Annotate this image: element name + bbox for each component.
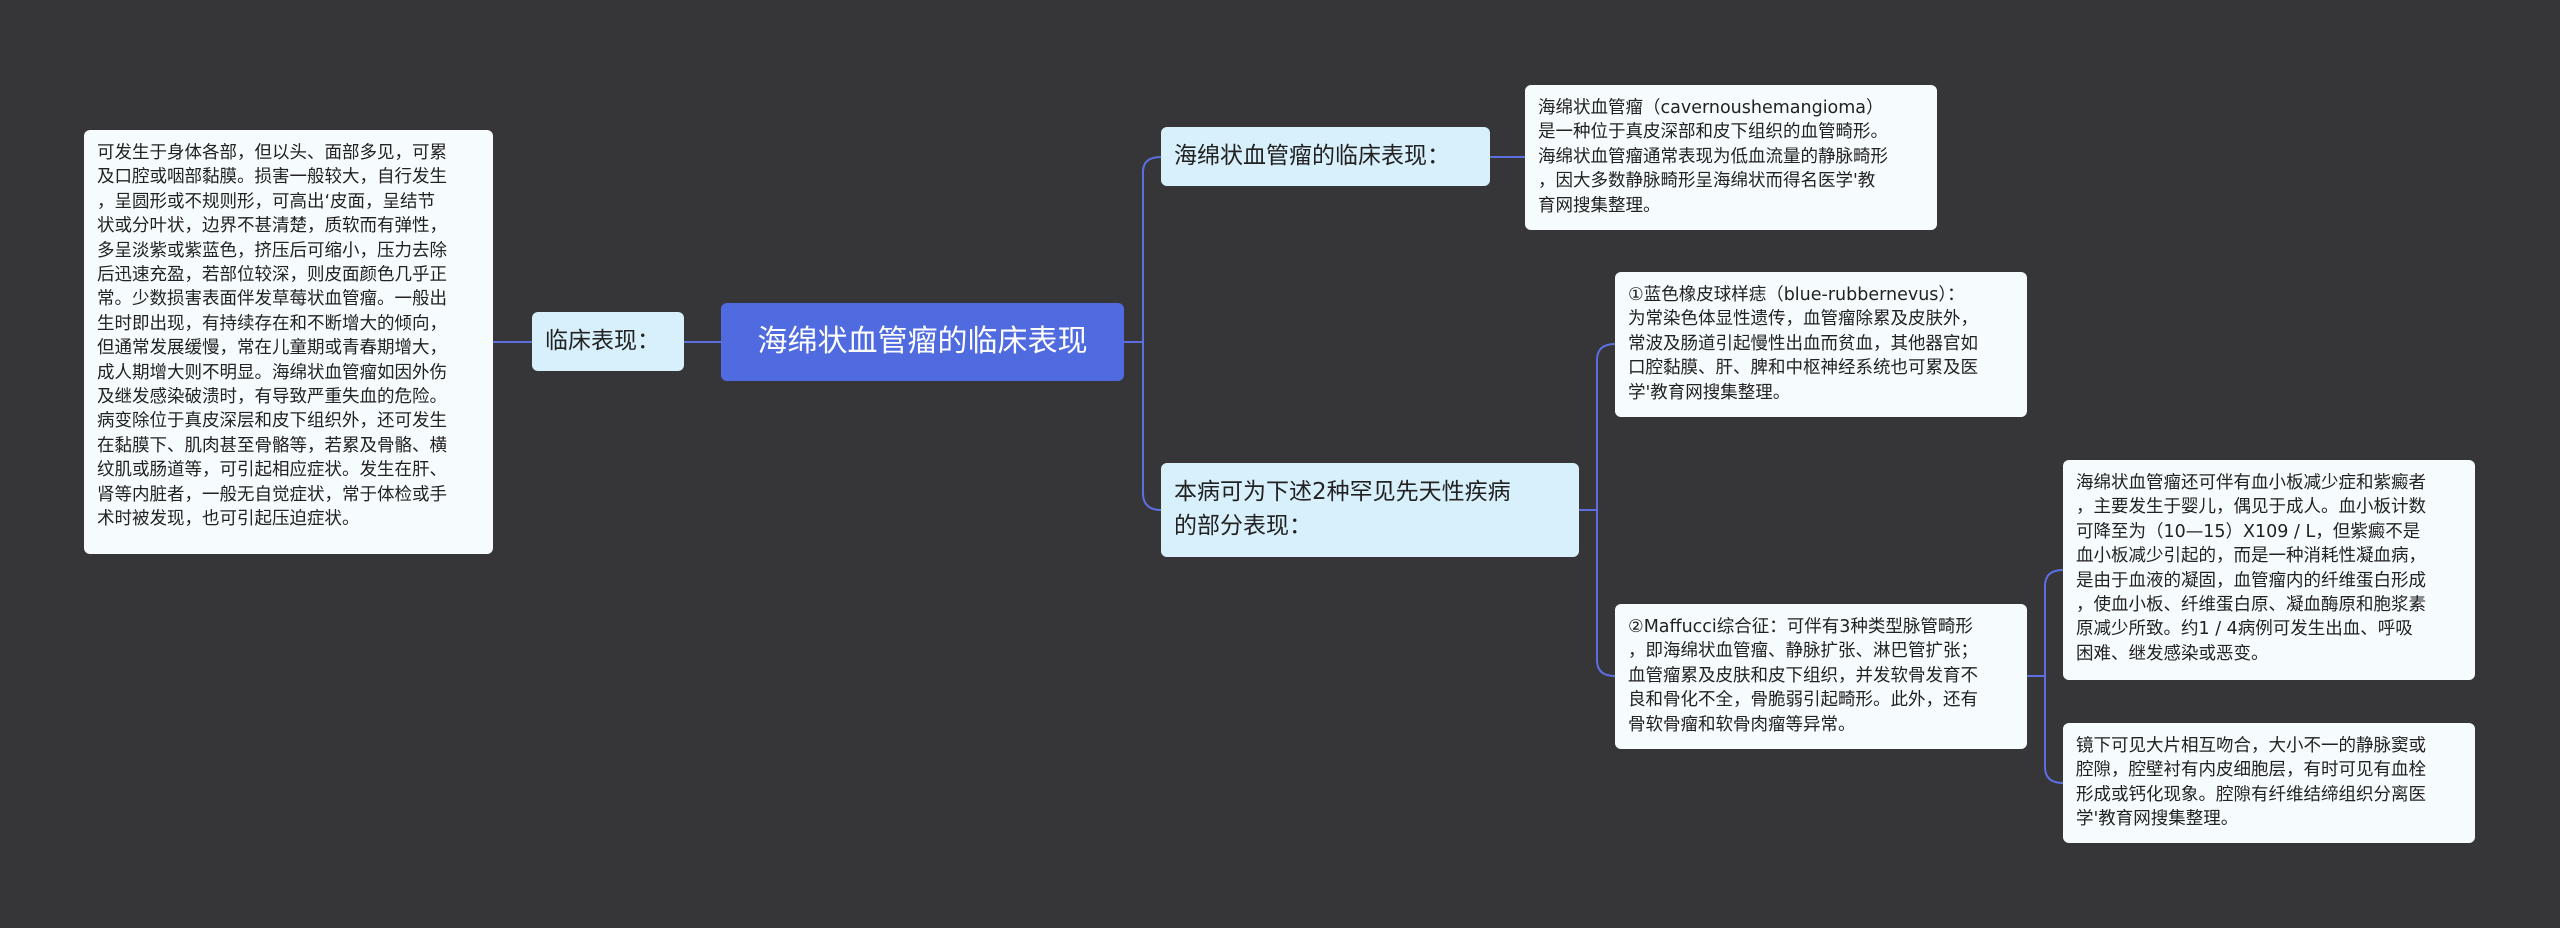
clinical-presentation-detail[interactable]: 可发生于身体各部，但以头、面部多见，可累 及口腔或咽部黏膜。损害一般较大，自行发… xyxy=(84,130,493,554)
connector-child2-sub2 xyxy=(2044,676,2064,784)
microscopic-findings-detail[interactable]: 镜下可见大片相互吻合，大小不一的静脉窦或 腔隙，腔壁衬有内皮细胞层，有时可见有血… xyxy=(2063,723,2475,843)
connector-child2-sub1 xyxy=(2044,569,2064,676)
connector-root-right-bottom xyxy=(1142,342,1162,511)
root-topic[interactable]: 海绵状血管瘤的临床表现 xyxy=(721,303,1124,381)
connector-root-right-top xyxy=(1142,156,1162,342)
thrombocytopenia-detail[interactable]: 海绵状血管瘤还可伴有血小板减少症和紫癜者 ，主要发生于婴儿，偶见于成人。血小板计… xyxy=(2063,460,2475,680)
connector-bottom-child2 xyxy=(1596,510,1616,677)
blue-rubber-nevus-detail[interactable]: ①蓝色橡皮球样痣（blue-rubbernevus）： 为常染色体显性遗传，血管… xyxy=(1615,272,2027,417)
maffucci-syndrome-detail[interactable]: ②Maffucci综合征：可伴有3种类型脉管畸形 ，即海绵状血管瘤、静脉扩张、淋… xyxy=(1615,604,2027,749)
branch-clinical-presentation[interactable]: 临床表现： xyxy=(532,312,684,371)
clinical-manifestations-detail[interactable]: 海绵状血管瘤（cavernoushemangioma） 是一种位于真皮深部和皮下… xyxy=(1525,85,1937,230)
branch-rare-congenital-diseases[interactable]: 本病可为下述2种罕见先天性疾病 的部分表现： xyxy=(1161,463,1579,557)
connector-bottom-child1 xyxy=(1596,343,1616,510)
branch-clinical-manifestations[interactable]: 海绵状血管瘤的临床表现： xyxy=(1161,127,1490,186)
